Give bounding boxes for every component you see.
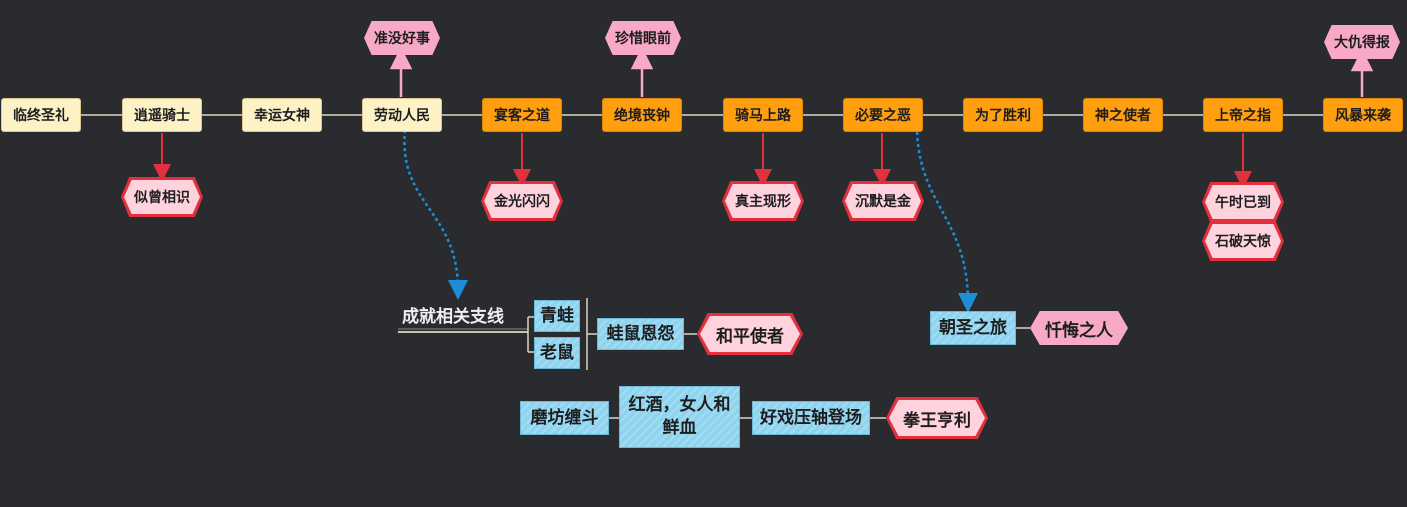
- above-node[interactable]: 大仇得报: [1324, 25, 1400, 59]
- timeline-node[interactable]: 逍遥骑士: [122, 98, 202, 132]
- timeline-node[interactable]: 必要之恶: [843, 98, 923, 132]
- result-node[interactable]: 拳王亨利: [886, 397, 988, 439]
- timeline-node[interactable]: 骑马上路: [723, 98, 803, 132]
- below-node[interactable]: 真主现形: [722, 181, 804, 221]
- below-node-label: 石破天惊: [1205, 224, 1281, 258]
- below-node-label: 似曾相识: [124, 180, 200, 214]
- merge-node[interactable]: 蛙鼠恩怨: [597, 318, 684, 350]
- result-node-label: 拳王亨利: [889, 400, 985, 436]
- step-line: 鲜血: [662, 418, 697, 438]
- above-node[interactable]: 珍惜眼前: [605, 21, 681, 55]
- branch-title: 成就相关支线: [402, 306, 504, 327]
- timeline-node[interactable]: 临终圣礼: [1, 98, 81, 132]
- dotted-link: [915, 119, 978, 313]
- option-node[interactable]: 青蛙: [534, 300, 580, 332]
- timeline-node[interactable]: 为了胜利: [963, 98, 1043, 132]
- timeline-node[interactable]: 风暴来袭: [1323, 98, 1403, 132]
- timeline-node[interactable]: 劳动人民: [362, 98, 442, 132]
- step-node[interactable]: 朝圣之旅: [930, 311, 1016, 345]
- below-node[interactable]: 似曾相识: [121, 177, 203, 217]
- below-node[interactable]: 金光闪闪: [481, 181, 563, 221]
- step-line: 红酒，女人和: [628, 395, 731, 416]
- timeline-node[interactable]: 幸运女神: [242, 98, 322, 132]
- result-node[interactable]: 和平使者: [697, 313, 803, 355]
- timeline-node[interactable]: 宴客之道: [482, 98, 562, 132]
- timeline-node[interactable]: 绝境丧钟: [602, 98, 682, 132]
- below-node-label: 沉默是金: [845, 184, 921, 218]
- option-node[interactable]: 老鼠: [534, 337, 580, 369]
- below-node[interactable]: 午时已到: [1202, 182, 1284, 222]
- step-node[interactable]: 红酒，女人和 鲜血: [619, 386, 740, 448]
- step-node[interactable]: 磨坊缠斗: [520, 401, 609, 435]
- dotted-link: [403, 129, 468, 300]
- below-node[interactable]: 沉默是金: [842, 181, 924, 221]
- below-node-label: 午时已到: [1205, 185, 1281, 219]
- below-node-label: 真主现形: [725, 184, 801, 218]
- below-node-label: 金光闪闪: [484, 184, 560, 218]
- result-node-label: 和平使者: [700, 316, 800, 352]
- timeline-node[interactable]: 上帝之指: [1203, 98, 1283, 132]
- timeline-node[interactable]: 神之使者: [1083, 98, 1163, 132]
- below-node[interactable]: 石破天惊: [1202, 221, 1284, 261]
- result-node[interactable]: 忏悔之人: [1030, 311, 1128, 345]
- above-node[interactable]: 准没好事: [364, 21, 440, 55]
- step-node[interactable]: 好戏压轴登场: [752, 401, 870, 435]
